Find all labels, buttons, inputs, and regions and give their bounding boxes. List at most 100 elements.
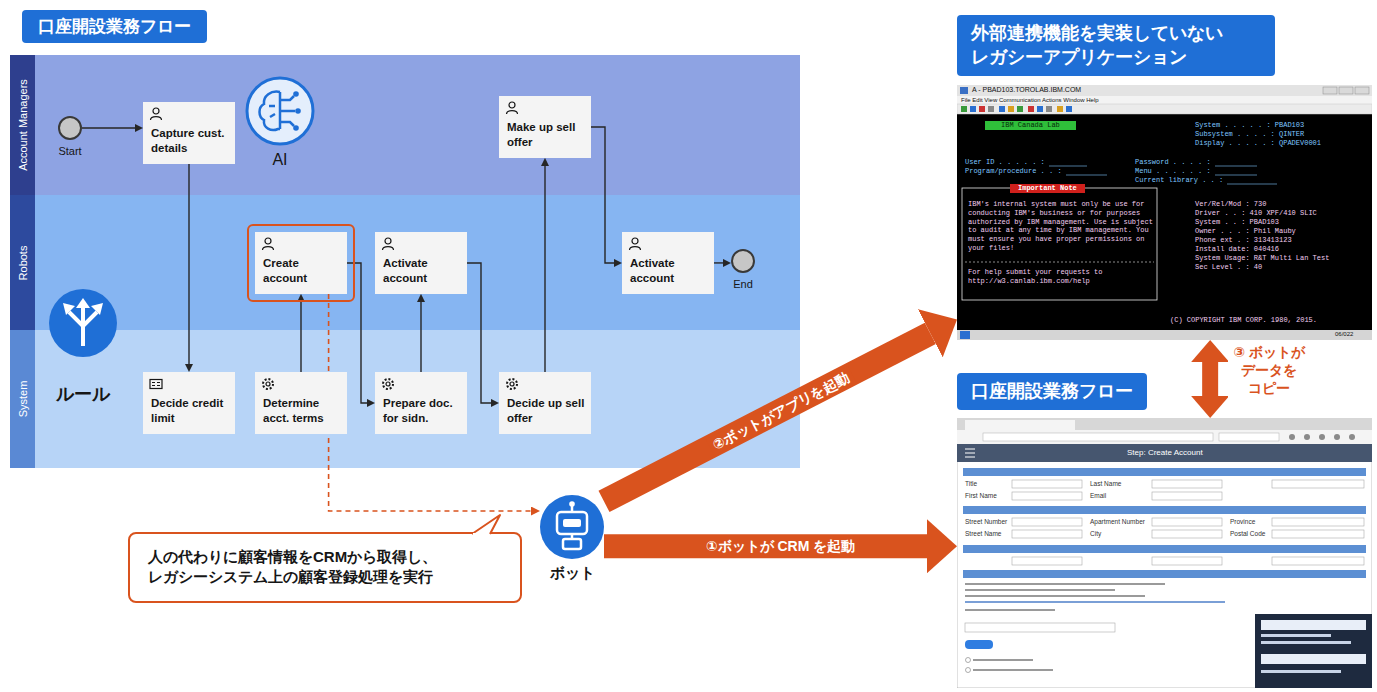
form-field-label: Postal Code bbox=[1230, 530, 1265, 538]
terminal-text: Subsystem . . . . : QINTER bbox=[1195, 130, 1304, 139]
swimlane: SystemルールDecide credit limitDetermine ac… bbox=[10, 330, 800, 468]
block-arrow bbox=[604, 333, 930, 501]
task-label: Decide credit limit bbox=[151, 396, 229, 426]
form-field-label: Apartment Number bbox=[1090, 518, 1145, 526]
lane-band bbox=[10, 330, 800, 468]
screenshot-art-part bbox=[965, 420, 1075, 430]
screenshot-art-part bbox=[957, 85, 1372, 96]
screenshot-art-part bbox=[1289, 434, 1295, 440]
swimlane: Account ManagersStartCapture cust. detai… bbox=[10, 55, 800, 195]
start-event: Start bbox=[58, 116, 82, 140]
screenshot-art-part bbox=[962, 188, 1157, 300]
callout-text: 人の代わりに顧客情報をCRMから取得し、 レガシーシステム上の顧客登録処理を実行 bbox=[148, 547, 488, 588]
task-label: Create account bbox=[263, 256, 341, 286]
terminal-text: IBM Canada Lab bbox=[985, 121, 1076, 130]
screenshot-art-part bbox=[1261, 641, 1351, 644]
task-box: Prepare doc. for sidn. bbox=[375, 372, 467, 434]
task-icon-part bbox=[152, 383, 160, 386]
screenshot-art-part bbox=[988, 106, 994, 112]
ai-icon-art-part bbox=[247, 78, 313, 144]
screenshot-art-part bbox=[965, 623, 1115, 632]
form-field-label: Province bbox=[1230, 518, 1255, 526]
task-icon-part bbox=[263, 379, 273, 389]
task-box: Activate account bbox=[375, 232, 467, 294]
screenshot-art-part bbox=[1046, 106, 1052, 112]
terminal-text: Phone ext . : 313413123 bbox=[1195, 236, 1292, 245]
menu-bar-text: File Edit View Communication Actions Win… bbox=[961, 97, 1099, 105]
icon-label: ボット bbox=[550, 564, 595, 582]
screenshot-art-part bbox=[957, 444, 1372, 462]
lane-label: Robots bbox=[17, 245, 29, 280]
form-field-label: Street Name bbox=[965, 530, 1002, 538]
terminal-text: System Usage: R&T Multi Lan Test bbox=[1195, 254, 1329, 263]
task-icon bbox=[505, 377, 519, 391]
screenshot-art-part bbox=[1012, 530, 1082, 538]
screenshot-art-part bbox=[966, 668, 971, 673]
screenshot-art-part bbox=[961, 106, 967, 112]
screenshot-art-part bbox=[965, 583, 1165, 585]
ai-icon-art bbox=[245, 76, 315, 146]
task-icon-part bbox=[386, 382, 390, 386]
task-icon-part bbox=[153, 108, 159, 114]
task-box: Decide credit limit bbox=[143, 372, 235, 434]
screenshot-art-part bbox=[965, 640, 993, 649]
icon-label: ルール bbox=[56, 384, 110, 406]
lane-label: System bbox=[17, 381, 29, 418]
arrow-label: ③ ボットが データを コピー bbox=[1228, 343, 1310, 398]
block-arrow bbox=[1202, 362, 1218, 396]
screenshot-art-part bbox=[1017, 106, 1023, 112]
task-box: Make up sell offer bbox=[499, 96, 591, 158]
task-box: Decide up sell offer bbox=[499, 372, 591, 434]
screenshot-art-part bbox=[957, 104, 1372, 114]
icon-label: AI bbox=[272, 150, 287, 169]
screenshot-art-part bbox=[965, 589, 1115, 591]
screenshot-art-part bbox=[999, 106, 1005, 112]
rules-icon: ルール bbox=[48, 288, 118, 358]
task-icon-part bbox=[507, 111, 518, 114]
bot-icon-art-part bbox=[540, 495, 604, 559]
screenshot-art-part bbox=[1272, 518, 1364, 526]
screenshot-art-part bbox=[973, 659, 1033, 661]
rules-icon-art bbox=[48, 288, 118, 358]
terminal-text: Current library . . : bbox=[1135, 176, 1223, 185]
bot-icon-art-part bbox=[557, 512, 587, 534]
screenshot-art-part bbox=[983, 433, 1213, 441]
screenshot-art bbox=[957, 418, 1372, 688]
task-icon bbox=[261, 377, 275, 391]
screen-heading: 外部連携機能を実装していない レガシーアプリケーション bbox=[957, 15, 1275, 76]
form-field-label: Title bbox=[965, 480, 977, 488]
rules-icon-art-part bbox=[91, 303, 103, 315]
terminal-text: Important Note bbox=[1010, 184, 1085, 193]
screenshot-art-part bbox=[1152, 492, 1222, 500]
terminal-text: Display . . . . . : QPADEV0001 bbox=[1195, 139, 1321, 148]
task-icon-part bbox=[510, 382, 514, 386]
bot-icon: ボット bbox=[540, 495, 604, 559]
callout-tail bbox=[468, 512, 508, 536]
screenshot-art-part bbox=[1066, 106, 1072, 112]
screenshot-art-part bbox=[1066, 175, 1107, 176]
screenshot-art-part bbox=[1334, 434, 1340, 440]
screenshot-art-part bbox=[1227, 184, 1277, 185]
screenshot-art-part bbox=[1012, 492, 1082, 500]
screenshot-art-part bbox=[965, 601, 1225, 603]
screenshot-art-part bbox=[965, 609, 1055, 611]
screenshot-art-part bbox=[1261, 654, 1366, 664]
terminal-text: Menu . . . . . . : bbox=[1135, 167, 1211, 176]
screenshot-art-part bbox=[963, 468, 1366, 476]
task-icon bbox=[381, 237, 395, 251]
flow-arrow bbox=[420, 302, 421, 372]
task-box: Create account bbox=[255, 232, 347, 294]
terminal-text: Password . . . . : bbox=[1135, 158, 1211, 167]
task-icon-part bbox=[632, 238, 638, 244]
form-field-label: Street Number bbox=[965, 518, 1007, 526]
arrow-label: ①ボットが CRM を起動 bbox=[702, 537, 860, 555]
task-icon-part bbox=[630, 247, 641, 250]
screenshot-art-part bbox=[957, 85, 1372, 340]
ai-icon-art-part bbox=[260, 92, 281, 130]
form-field-label: City bbox=[1090, 530, 1101, 538]
screenshot-art-part bbox=[1355, 87, 1369, 94]
task-icon-part bbox=[263, 247, 274, 250]
flow-arrow bbox=[347, 263, 367, 403]
